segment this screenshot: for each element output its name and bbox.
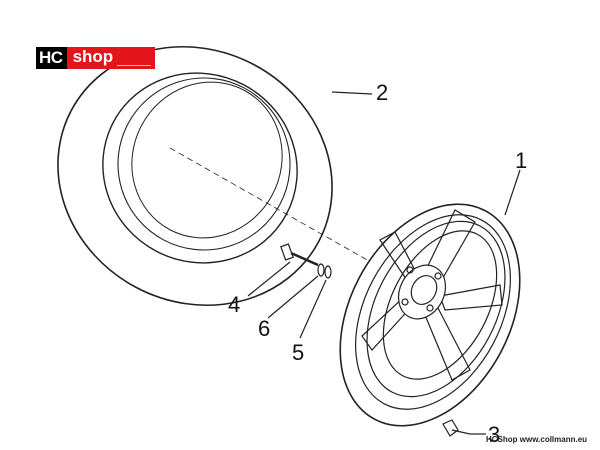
rim-drawing [339,203,521,427]
callout-3: 3 [488,422,501,447]
callout-6: 6 [258,316,271,341]
nut-part [324,265,332,279]
logo-hc-text: HC [36,47,67,69]
leader-line-6 [267,275,319,319]
valve-part [442,419,471,437]
callout-5: 5 [292,340,305,365]
callout-4: 4 [228,292,241,317]
hcshop-logo: HC shop [36,47,155,69]
leader-line-1 [504,169,521,216]
bolt-part [280,243,319,267]
leader-line-2 [331,91,373,95]
washer-part [317,263,325,277]
leader-line-4 [247,261,291,297]
axle-centerline [169,147,421,291]
leader-line-5 [299,279,327,339]
footer-credit: HCShop www.collmann.eu [486,435,588,444]
callout-1: 1 [515,148,528,173]
callout-2: 2 [376,80,389,105]
logo-shop-text: shop [66,47,155,69]
tire-drawing [57,45,333,307]
